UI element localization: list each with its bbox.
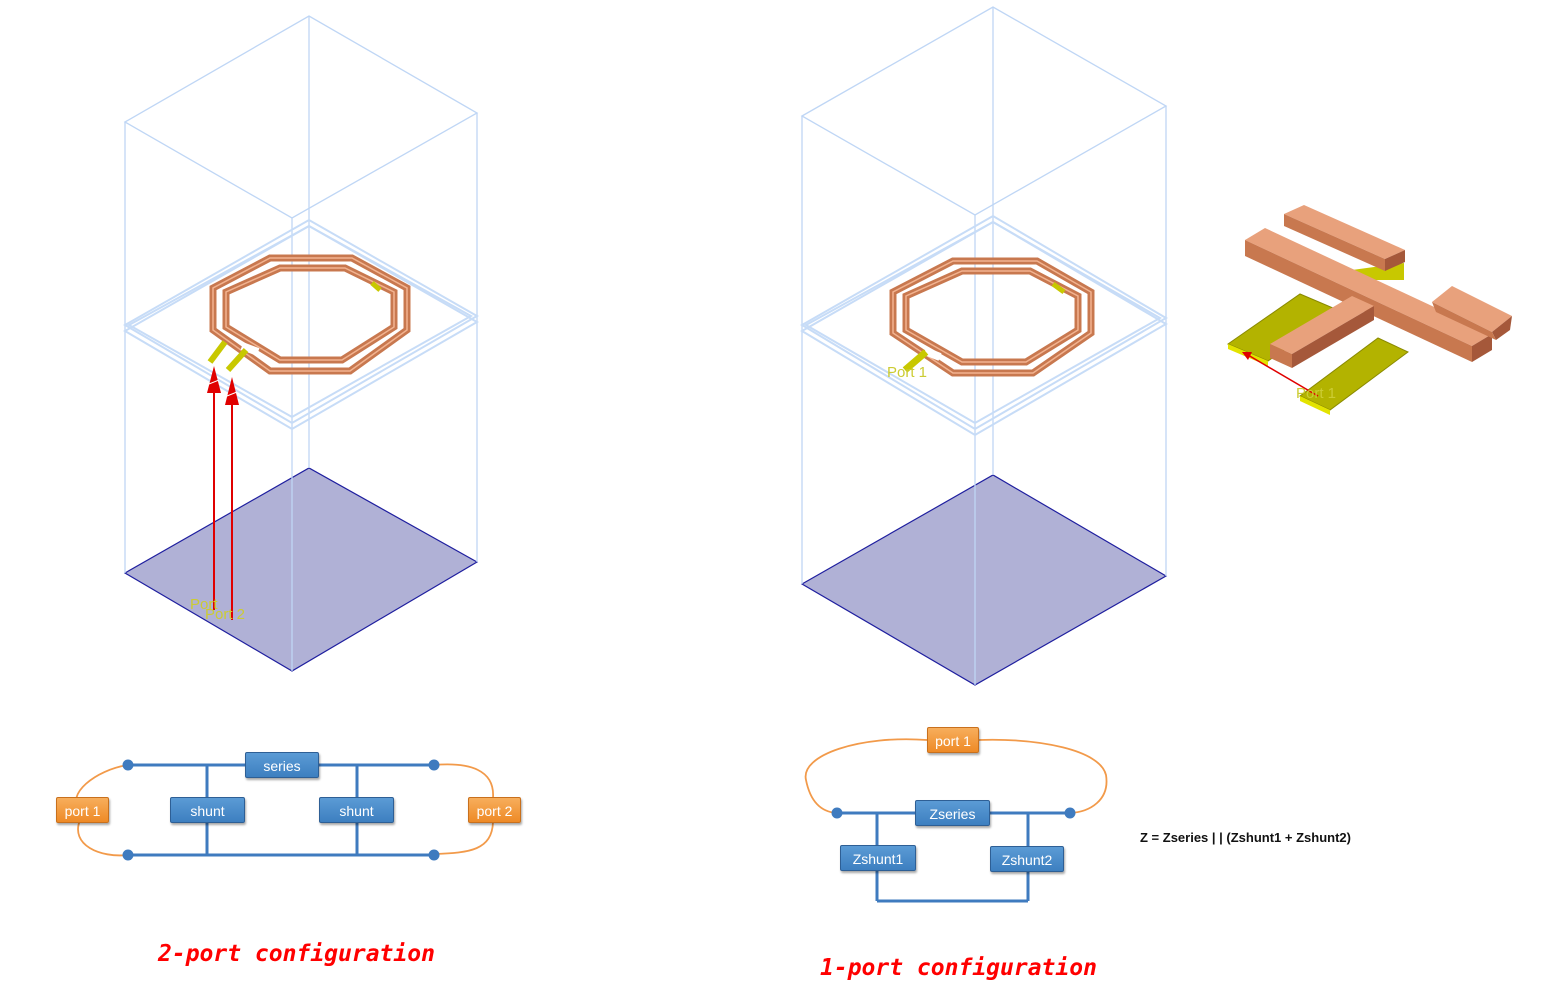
node-dot [428,759,440,771]
copper-right-bar [1432,286,1512,332]
copper-top-bar [1284,205,1405,259]
port1-box: port 1 [56,797,109,823]
impedance-formula: Z = Zseries | | (Zshunt1 + Zshunt2) [1140,830,1351,845]
port-loop [804,738,1108,814]
port2-box: port 2 [468,797,521,823]
series-box: series [245,752,319,778]
port2-loop [433,763,494,855]
copper-stem [1270,296,1374,354]
zshunt1-box: Zshunt1 [840,845,916,871]
two-port-circuit-wiring [75,759,494,861]
shunt-box-2: shunt [319,797,394,823]
substrate-frame [800,214,1168,437]
right-3d-model: Port 1 [800,6,1168,686]
substrate-frame [123,218,480,431]
node-dot [831,807,843,819]
inset-port-line [1247,354,1319,397]
node-dot [428,849,440,861]
port1-box: port 1 [927,727,979,753]
spiral-inductor [207,254,411,375]
air-box-wireframe [800,6,1168,685]
shunt-box-1: shunt [170,797,245,823]
node-dot [1064,807,1076,819]
two-port-caption: 2-port configuration [158,941,435,967]
ground-plane [123,467,479,672]
right-port-label: Port 1 [887,364,927,381]
one-port-circuit-wiring [804,738,1108,903]
zshunt2-box: Zshunt2 [990,846,1064,872]
zseries-box: Zseries [915,800,990,826]
one-port-caption: 1-port configuration [820,955,1097,981]
inset-port-label: Port 1 [1296,385,1336,402]
left-3d-model: Port Port 2 [123,15,480,672]
node-dot [122,759,134,771]
air-box-wireframe [123,15,479,671]
port-closeup-inset: Port 1 [1226,205,1512,415]
copper-cross-bar [1245,228,1492,346]
node-dot [122,849,134,861]
spiral-inductor [889,257,1095,377]
left-port-label-2: Port 2 [205,606,245,623]
left-port-label-1: Port [190,596,218,613]
port-excitation-lines [207,366,239,620]
ground-plane [800,474,1168,686]
